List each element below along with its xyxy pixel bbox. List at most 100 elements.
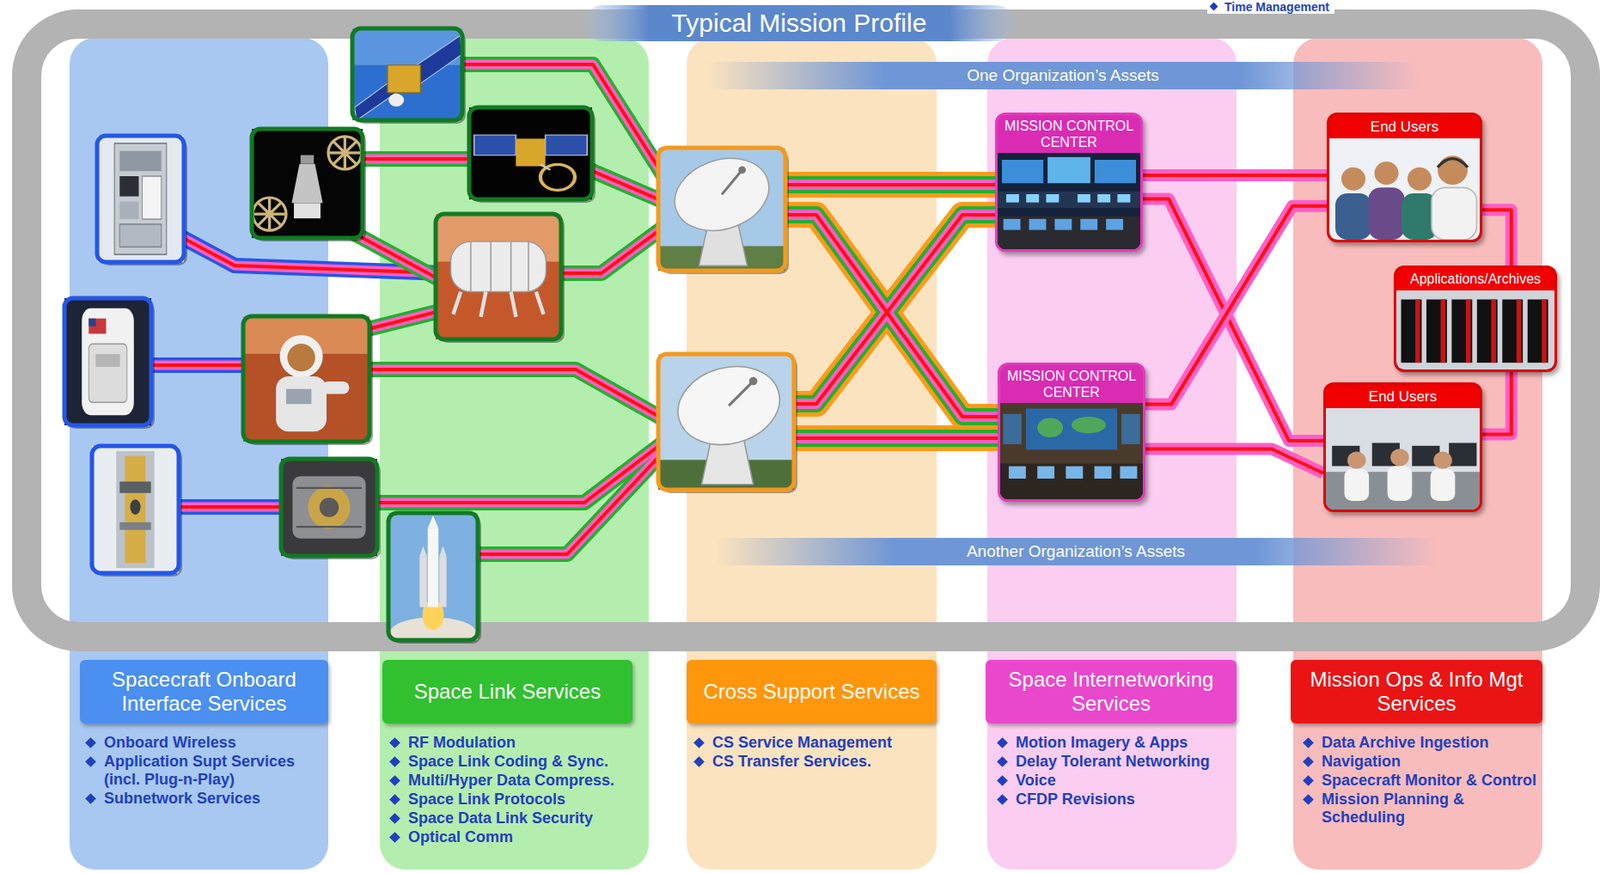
control-room-picture-part-part <box>1065 466 1083 479</box>
backpack-picture-part <box>64 298 152 426</box>
control-center-box: MISSION CONTROL CENTER <box>997 362 1146 502</box>
servers-picture-part-part <box>1502 299 1523 364</box>
antenna-picture <box>658 354 798 494</box>
antenna-picture-part-part <box>728 381 753 406</box>
antenna-picture-part-part <box>749 377 758 385</box>
link-ribbon-part-part <box>141 360 250 371</box>
users-picture-part-part <box>1374 161 1399 185</box>
control-room-picture-part-part <box>1105 219 1124 231</box>
control-room-picture-part-part <box>1054 219 1072 231</box>
service-item: Data Archive Ingestion <box>1300 733 1549 752</box>
backpack-picture <box>64 298 155 429</box>
rack-picture-part-part <box>114 143 167 255</box>
rocket-picture-part-part <box>419 545 427 556</box>
control-room-picture-part <box>1000 403 1143 500</box>
users-picture-part <box>1335 193 1372 240</box>
capsule-picture-part-part <box>300 154 314 164</box>
satellite-picture-part <box>352 28 463 121</box>
service-item: Application Supt Services (incl. Plug-n-… <box>83 752 333 789</box>
link-ribbon-part-part <box>171 505 288 509</box>
link-ribbon-part-part <box>356 151 477 167</box>
link-ribbon-part-part <box>777 214 1002 417</box>
link-ribbon-part <box>777 184 1002 439</box>
satellite-picture-part-part <box>545 134 588 156</box>
servers-picture-part-part <box>1426 299 1448 364</box>
antenna-picture-part <box>658 354 794 490</box>
archives-box: Applications/Archives <box>1393 265 1558 373</box>
control-room-picture-part <box>1000 463 1143 500</box>
users-picture-part-part <box>1343 469 1369 501</box>
service-item: CS Service Management <box>691 733 940 752</box>
users-picture-part-part <box>1430 469 1456 501</box>
link-ribbon-part-part <box>171 502 288 513</box>
users-picture-part <box>1437 158 1468 168</box>
diagram-title: Typical Mission Profile <box>584 5 1014 42</box>
connector-halo <box>1145 206 1327 405</box>
control-room-picture-part <box>1071 416 1106 434</box>
habitat-picture-part-part-part <box>527 241 529 292</box>
servers-picture-part-part <box>1477 299 1498 364</box>
link-ribbon-part-part <box>786 429 1002 447</box>
servers-picture <box>1396 290 1555 370</box>
organization-band: Another Organization’s Assets <box>714 537 1437 566</box>
astronaut-picture-part <box>243 316 370 442</box>
antenna-picture-part-part <box>658 354 794 490</box>
capsule-picture-part <box>251 128 363 239</box>
control-room-picture-part <box>1003 219 1124 231</box>
satellite-picture-part-part <box>352 28 463 121</box>
control-room-picture-part-part <box>1045 194 1059 203</box>
capsule-picture-part-part <box>293 202 321 219</box>
habitat-picture-part-part-part <box>536 292 544 315</box>
satellite-picture-part-part <box>540 164 575 190</box>
users-picture-part-part <box>1407 167 1432 191</box>
module-picture-part <box>280 458 378 556</box>
capsule-picture-part-part <box>252 136 361 231</box>
rack-picture-part-part <box>119 201 139 220</box>
connector-group <box>1482 372 1512 434</box>
habitat-picture <box>435 213 565 343</box>
link-ribbon-part-part <box>777 214 1002 417</box>
box-heading: Applications/Archives <box>1396 268 1555 291</box>
astronaut-picture-part-part <box>286 389 312 405</box>
capsule-picture-part-part-part <box>252 136 361 231</box>
connector-halo <box>1145 448 1324 473</box>
servers-picture-part-part <box>1441 299 1447 364</box>
connector-group <box>1142 174 1327 176</box>
connector <box>1482 209 1512 266</box>
service-item: RF Modulation <box>387 733 654 752</box>
users-picture-part <box>1368 187 1405 240</box>
module-picture-part-part <box>280 458 378 556</box>
instrument-picture-part-part <box>119 522 151 531</box>
rack-picture-part-part <box>119 151 161 172</box>
astronaut-picture-part-part <box>280 335 324 379</box>
servers-picture-part <box>1415 299 1547 364</box>
users-picture-part-part <box>1437 155 1468 185</box>
control-room-picture-part-part <box>1094 466 1112 479</box>
habitat-picture-part-part-part <box>470 241 471 292</box>
box-text: Space Link Services <box>414 679 601 704</box>
service-item: Multi/Hyper Data Compress. <box>387 771 654 790</box>
control-room-picture-part <box>1094 159 1136 184</box>
instrument-picture-part-part <box>91 445 179 574</box>
link-ribbon-part-part <box>365 369 675 426</box>
satellite-picture-part-part <box>414 36 463 85</box>
control-room-picture-part <box>997 191 1141 208</box>
service-item: CS Transfer Services. <box>691 752 940 771</box>
servers-picture-part-part <box>1490 299 1497 364</box>
astronaut-picture-part-part <box>275 376 327 432</box>
users-picture <box>1329 138 1480 240</box>
backpack-picture-part <box>64 298 152 426</box>
users-picture-part <box>1325 408 1480 510</box>
control-room-picture <box>1000 403 1143 500</box>
servers-picture-part-part <box>1527 299 1549 364</box>
control-room-picture-part-part <box>1080 219 1098 231</box>
link-ribbon-part-part <box>371 433 675 503</box>
habitat-picture-part-part-part <box>452 292 461 315</box>
picture-area <box>1396 290 1555 370</box>
rocket-picture-part <box>388 512 478 648</box>
astronaut-picture-part-part <box>321 381 349 395</box>
module-picture-part-part <box>292 476 366 538</box>
module-picture-part-part <box>296 488 362 527</box>
users-picture-part-part <box>1347 451 1366 470</box>
